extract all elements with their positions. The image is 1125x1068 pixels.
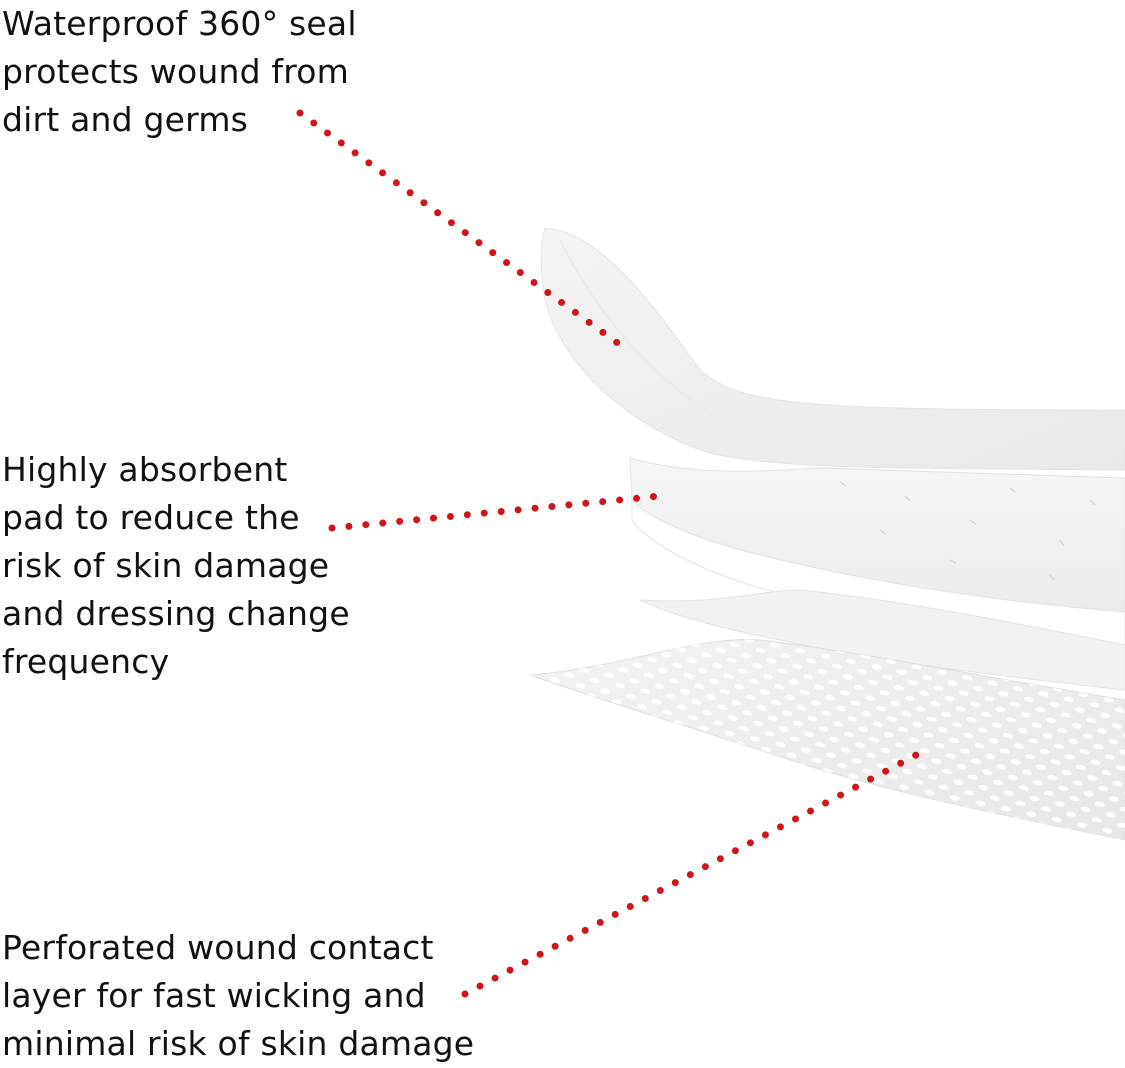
waterproof-seal-layer: [541, 228, 1125, 470]
pad-label: Highly absorbent pad to reduce the risk …: [2, 446, 382, 686]
leader-line-contact: [465, 753, 920, 994]
leader-line-seal: [300, 113, 630, 352]
contact-layer-label: Perforated wound contact layer for fast …: [2, 924, 522, 1068]
seal-label: Waterproof 360° seal protects wound from…: [2, 0, 402, 144]
